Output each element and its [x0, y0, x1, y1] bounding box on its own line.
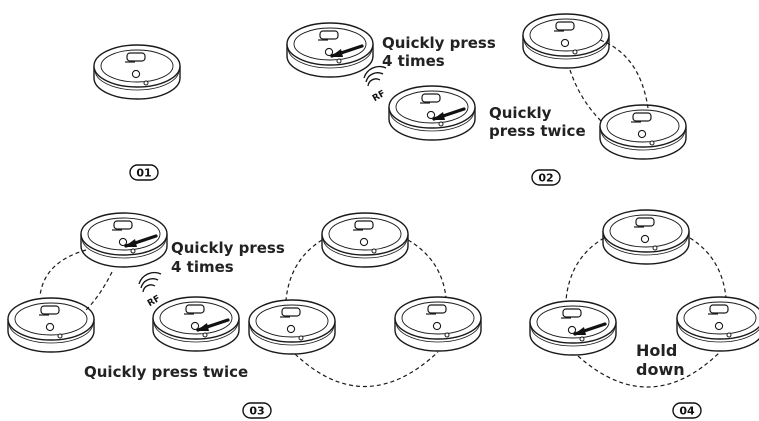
link-line — [407, 239, 447, 299]
device-puck-master — [286, 22, 374, 78]
instruction-label: 4 times — [382, 52, 445, 70]
link-line — [294, 351, 439, 388]
panel-02: Quickly press 4 times RF Quickly press t… — [286, 13, 687, 186]
link-line — [565, 237, 605, 301]
device-puck — [602, 209, 690, 265]
rf-label: RF — [371, 89, 387, 104]
device-puck — [522, 13, 610, 69]
device-puck — [93, 44, 181, 100]
instruction-label: Quickly — [489, 104, 552, 122]
instruction-label: press twice — [489, 122, 586, 140]
link-line — [569, 69, 603, 123]
device-puck — [394, 296, 482, 352]
device-puck-master — [529, 300, 617, 356]
panel-number: 02 — [538, 172, 553, 185]
panel-03: Quickly press 4 times RF Quickly press t… — [7, 212, 482, 419]
instruction-label: 4 times — [171, 258, 234, 276]
link-line — [39, 249, 87, 297]
device-puck-master — [80, 212, 168, 268]
device-puck — [388, 85, 476, 141]
link-line — [577, 351, 721, 388]
panel-number: 01 — [136, 167, 151, 180]
link-line — [85, 271, 113, 311]
link-line — [689, 237, 727, 299]
device-puck — [152, 296, 240, 352]
device-puck — [599, 104, 687, 160]
device-puck — [676, 296, 759, 352]
device-puck — [248, 299, 336, 355]
instruction-label: Hold — [636, 341, 677, 360]
panel-04: Hold down 04 — [529, 209, 759, 419]
panel-01: 01 — [93, 44, 181, 181]
instruction-label: Quickly press twice — [84, 363, 248, 381]
panel-number-badge: 03 — [242, 402, 272, 419]
rf-signal-icon: RF — [138, 271, 162, 309]
panel-number: 03 — [249, 405, 264, 418]
panel-number-badge: 04 — [672, 402, 702, 419]
panel-number-badge: 02 — [531, 169, 561, 186]
link-line — [599, 39, 649, 109]
rf-signal-icon: RF — [363, 65, 387, 104]
link-line — [285, 239, 323, 301]
instruction-label: Quickly press — [382, 34, 496, 52]
panel-number: 04 — [679, 405, 695, 418]
device-puck — [321, 212, 409, 268]
instruction-label: down — [636, 360, 685, 379]
panel-number-badge: 01 — [129, 164, 159, 181]
device-puck — [7, 297, 95, 353]
instruction-label: Quickly press — [171, 239, 285, 257]
